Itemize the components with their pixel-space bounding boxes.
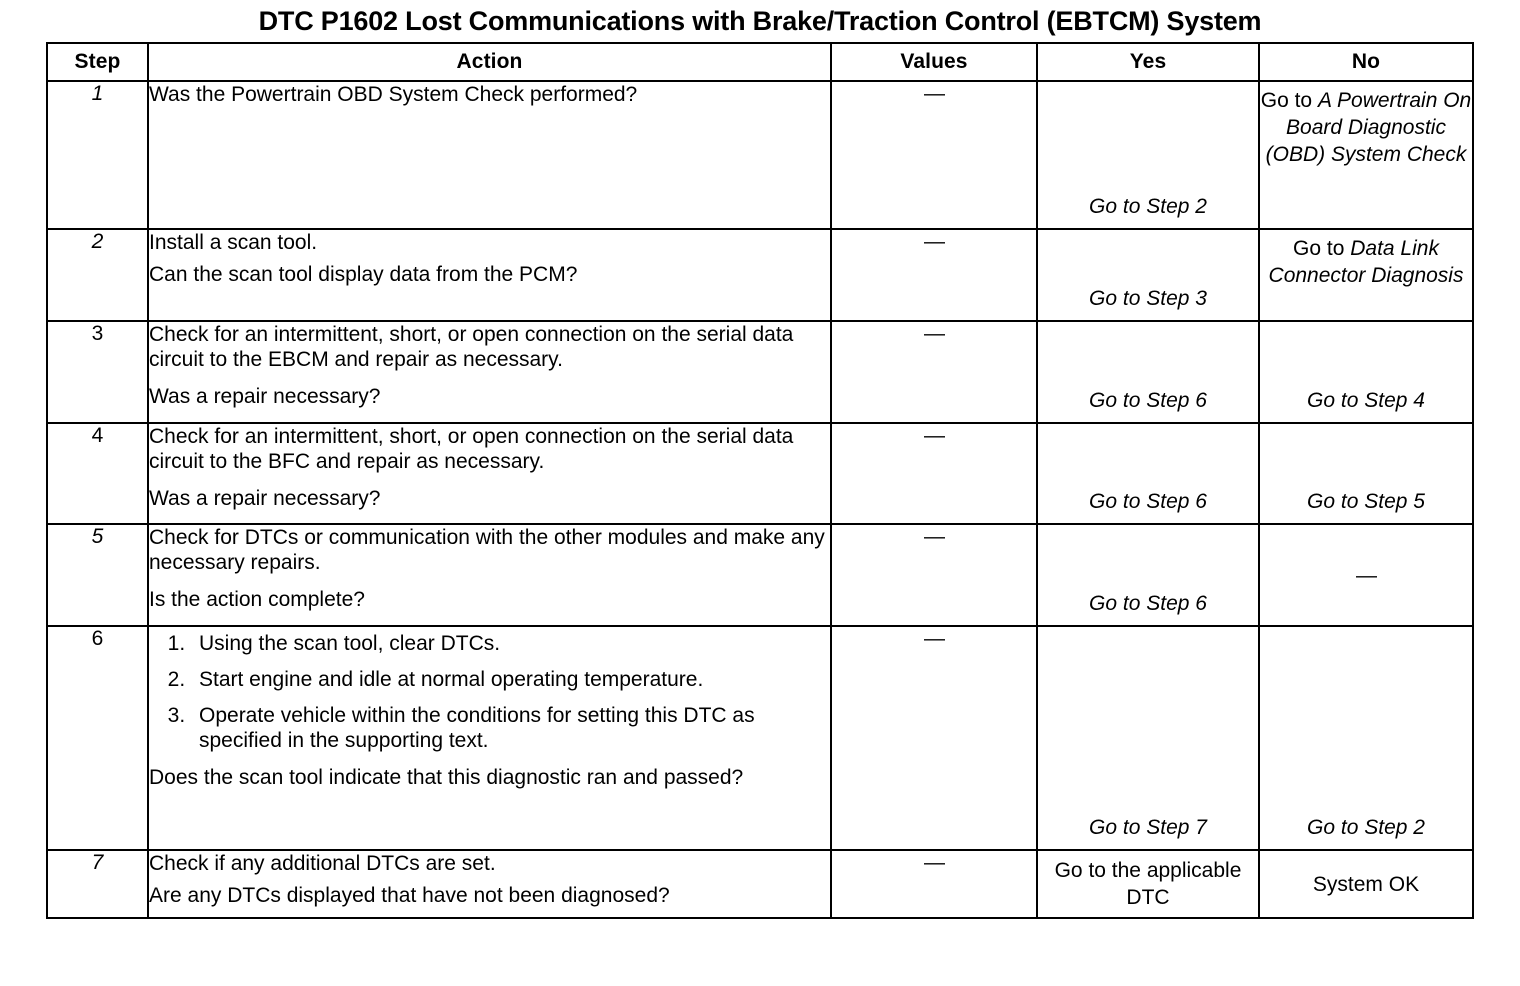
no-text: Go to Step 4: [1307, 389, 1425, 412]
column-header-step: Step: [46, 42, 149, 82]
action-cell: Install a scan tool. Can the scan tool d…: [147, 228, 832, 322]
values-dash: —: [924, 627, 945, 650]
values-cell: —: [830, 228, 1038, 322]
action-cell: Check if any additional DTCs are set. Ar…: [147, 849, 832, 919]
values-dash: —: [924, 851, 945, 874]
column-header-yes: Yes: [1036, 42, 1260, 82]
yes-cell: Go to Step 6: [1036, 320, 1260, 424]
no-cell: —: [1258, 523, 1474, 627]
no-cell: Go to A Powertrain On Board Diagnostic (…: [1258, 80, 1474, 230]
no-cell: Go to Data Link Connector Diagnosis: [1258, 228, 1474, 322]
step-number: 3: [46, 320, 149, 424]
table-row: 3 Check for an intermittent, short, or o…: [46, 320, 1474, 424]
values-dash: —: [924, 424, 945, 447]
yes-text: Go to Step 3: [1089, 287, 1207, 310]
yes-text: Go to Step 6: [1089, 592, 1207, 615]
action-cell: Check for an intermittent, short, or ope…: [147, 320, 832, 424]
action-line: Check if any additional DTCs are set.: [149, 852, 496, 875]
step-number: 4: [46, 422, 149, 525]
yes-text: Go to Step 6: [1089, 490, 1207, 513]
table-row: 6 Using the scan tool, clear DTCs. Start…: [46, 625, 1474, 851]
action-substep-list: Using the scan tool, clear DTCs. Start e…: [149, 631, 830, 753]
values-cell: —: [830, 523, 1038, 627]
action-substep: Operate vehicle within the conditions fo…: [191, 703, 830, 753]
no-cell: Go to Step 5: [1258, 422, 1474, 525]
action-line: Was a repair necessary?: [149, 487, 381, 510]
action-cell: Check for an intermittent, short, or ope…: [147, 422, 832, 525]
action-line: Check for an intermittent, short, or ope…: [149, 323, 794, 371]
action-substep: Start engine and idle at normal operatin…: [191, 667, 830, 692]
action-line: Was the Powertrain OBD System Check perf…: [149, 83, 638, 106]
action-line: Are any DTCs displayed that have not bee…: [149, 884, 670, 907]
values-cell: —: [830, 625, 1038, 851]
step-number: 7: [46, 849, 149, 919]
table-row: 7 Check if any additional DTCs are set. …: [46, 849, 1474, 919]
action-cell: Using the scan tool, clear DTCs. Start e…: [147, 625, 832, 851]
action-cell: Was the Powertrain OBD System Check perf…: [147, 80, 832, 230]
yes-cell: Go to Step 7: [1036, 625, 1260, 851]
step-number: 2: [46, 228, 149, 322]
table-row: 1 Was the Powertrain OBD System Check pe…: [46, 80, 1474, 230]
yes-cell: Go to Step 2: [1036, 80, 1260, 230]
values-cell: —: [830, 320, 1038, 424]
no-text: Go to Step 2: [1307, 816, 1425, 839]
table-header-row: Step Action Values Yes No: [46, 42, 1474, 82]
column-header-values: Values: [830, 42, 1038, 82]
values-cell: —: [830, 849, 1038, 919]
action-question: Does the scan tool indicate that this di…: [149, 766, 744, 789]
action-line: Was a repair necessary?: [149, 385, 381, 408]
action-line: Install a scan tool.: [149, 231, 318, 254]
step-number: 5: [46, 523, 149, 627]
column-header-no: No: [1258, 42, 1474, 82]
action-line: Is the action complete?: [149, 588, 365, 611]
page-title: DTC P1602 Lost Communications with Brake…: [258, 6, 1262, 36]
table-row: 2 Install a scan tool. Can the scan tool…: [46, 228, 1474, 322]
no-reference: Data Link Connector Diagnosis: [1268, 237, 1464, 287]
no-cell: System OK: [1258, 849, 1474, 919]
table-row: 5 Check for DTCs or communication with t…: [46, 523, 1474, 627]
column-header-action: Action: [147, 42, 832, 82]
values-dash: —: [924, 82, 945, 105]
no-text: Go to Step 5: [1307, 490, 1425, 513]
yes-text: Go to Step 6: [1089, 389, 1207, 412]
yes-cell: Go to Step 6: [1036, 523, 1260, 627]
action-cell: Check for DTCs or communication with the…: [147, 523, 832, 627]
no-cell: Go to Step 2: [1258, 625, 1474, 851]
action-line: Can the scan tool display data from the …: [149, 263, 578, 286]
no-prefix: Go to: [1293, 237, 1351, 260]
values-dash: —: [924, 230, 945, 253]
table-row: 4 Check for an intermittent, short, or o…: [46, 422, 1474, 525]
action-line: Check for DTCs or communication with the…: [149, 526, 825, 574]
action-line: Check for an intermittent, short, or ope…: [149, 425, 794, 473]
no-cell: Go to Step 4: [1258, 320, 1474, 424]
step-number: 1: [46, 80, 149, 230]
values-cell: —: [830, 80, 1038, 230]
dtc-diagnostic-table: Step Action Values Yes No 1 Was the Powe…: [46, 42, 1474, 919]
step-number: 6: [46, 625, 149, 851]
yes-text: Go to Step 2: [1089, 195, 1207, 218]
no-prefix: Go to: [1260, 89, 1318, 112]
values-cell: —: [830, 422, 1038, 525]
values-dash: —: [924, 322, 945, 345]
no-reference: A Powertrain On Board Diagnostic (OBD) S…: [1265, 89, 1472, 166]
yes-cell: Go to Step 6: [1036, 422, 1260, 525]
yes-cell: Go to the applicable DTC: [1036, 849, 1260, 919]
action-substep: Using the scan tool, clear DTCs.: [191, 631, 830, 656]
yes-text: Go to Step 7: [1089, 816, 1207, 839]
yes-cell: Go to Step 3: [1036, 228, 1260, 322]
values-dash: —: [924, 525, 945, 548]
no-dash: —: [1356, 563, 1377, 587]
